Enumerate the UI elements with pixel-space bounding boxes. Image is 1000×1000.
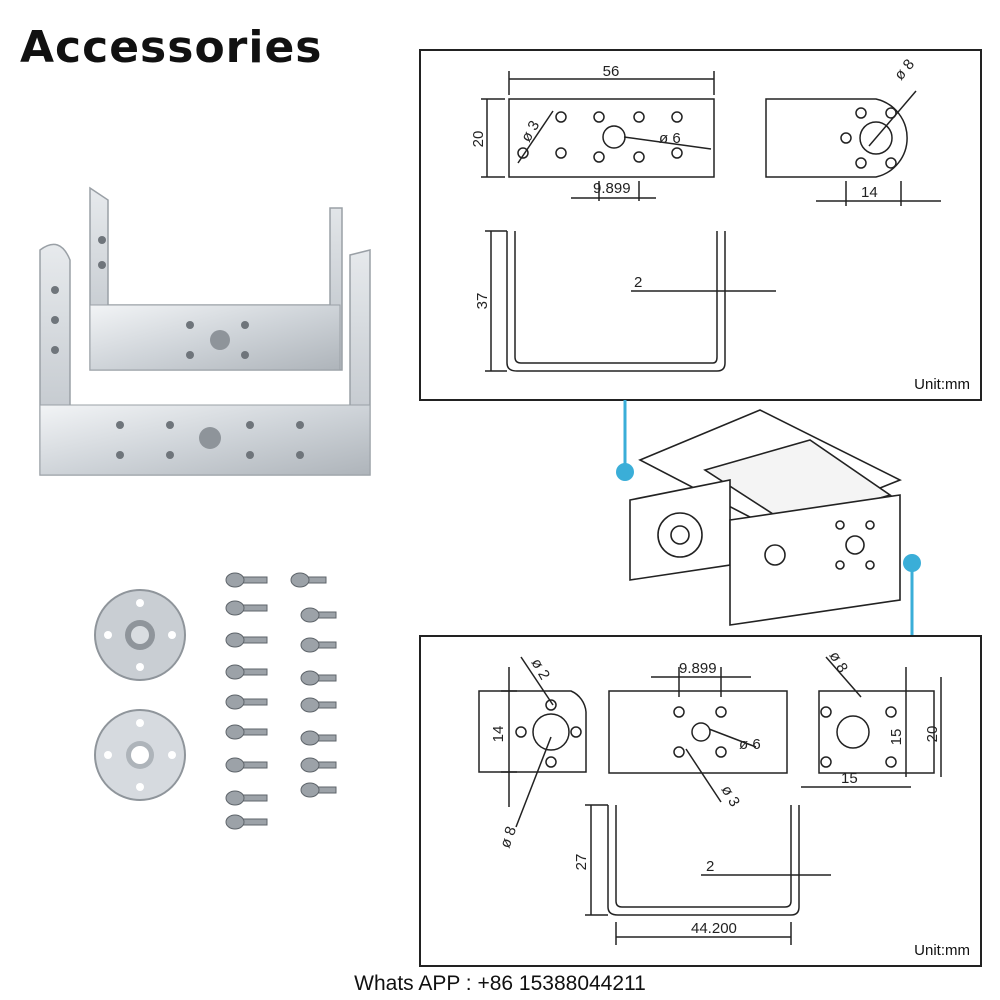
dim-thickness: 2 — [634, 274, 642, 291]
bracket-photo — [30, 180, 380, 490]
screw — [300, 730, 337, 746]
screw — [225, 632, 268, 648]
screw — [225, 572, 268, 588]
dim-depth: 37 — [474, 293, 491, 310]
drawing-panel-top: 56 20 ø 3 ø 6 9.899 ø 8 14 37 2 Unit:mm — [419, 49, 982, 401]
dim-height: 20 — [924, 726, 941, 743]
dim-hole-ear: ø 8 — [826, 649, 852, 676]
dim-hole-center: ø 6 — [659, 130, 681, 147]
screw — [225, 664, 268, 680]
dim-spacing: 9.899 — [679, 660, 717, 677]
dim-spacing: 9.899 — [593, 180, 631, 197]
dim-hole-ear: ø 8 — [891, 56, 918, 84]
screw — [225, 790, 268, 806]
servo-assembly-drawing — [600, 400, 930, 640]
servo-horn-disc — [94, 709, 186, 801]
screw — [300, 607, 337, 623]
dim-hole-small2: ø 3 — [718, 783, 744, 810]
footer-contact: Whats APP : +86 15388044211 — [354, 972, 646, 995]
screw — [290, 572, 327, 588]
dim-height: 20 — [470, 131, 487, 148]
screw — [225, 757, 268, 773]
dim-hole-small: ø 2 — [528, 656, 554, 683]
screw — [300, 637, 337, 653]
servo-horn-disc — [94, 589, 186, 681]
screw — [300, 697, 337, 713]
dim-thickness: 2 — [706, 858, 714, 875]
dim-hole-large: ø 8 — [497, 824, 520, 850]
screw — [300, 670, 337, 686]
unit-label-top: Unit:mm — [914, 376, 970, 393]
dim-hole-center: ø 6 — [739, 736, 761, 753]
screw — [225, 724, 268, 740]
dim-ear-spacing: 14 — [861, 184, 878, 201]
dim-width: 56 — [603, 63, 620, 80]
drawing-panel-bottom: ø 2 14 ø 8 9.899 ø 6 ø 3 ø 8 15 15 20 27… — [419, 635, 982, 967]
dim-height-side: 14 — [490, 726, 507, 743]
dim-ear-w: 15 — [841, 770, 858, 787]
unit-label-bottom: Unit:mm — [914, 942, 970, 959]
screw — [225, 814, 268, 830]
screw — [225, 572, 337, 830]
screw — [225, 694, 268, 710]
screw — [225, 600, 268, 616]
screw — [300, 757, 337, 773]
dim-depth: 27 — [573, 854, 590, 871]
hardware-photo — [85, 560, 360, 850]
dim-ear-h: 15 — [888, 729, 905, 746]
screw — [300, 782, 337, 798]
dim-hole-small: ø 3 — [518, 118, 544, 145]
page-title: Accessories — [20, 22, 323, 73]
dim-width: 44.200 — [691, 920, 737, 937]
